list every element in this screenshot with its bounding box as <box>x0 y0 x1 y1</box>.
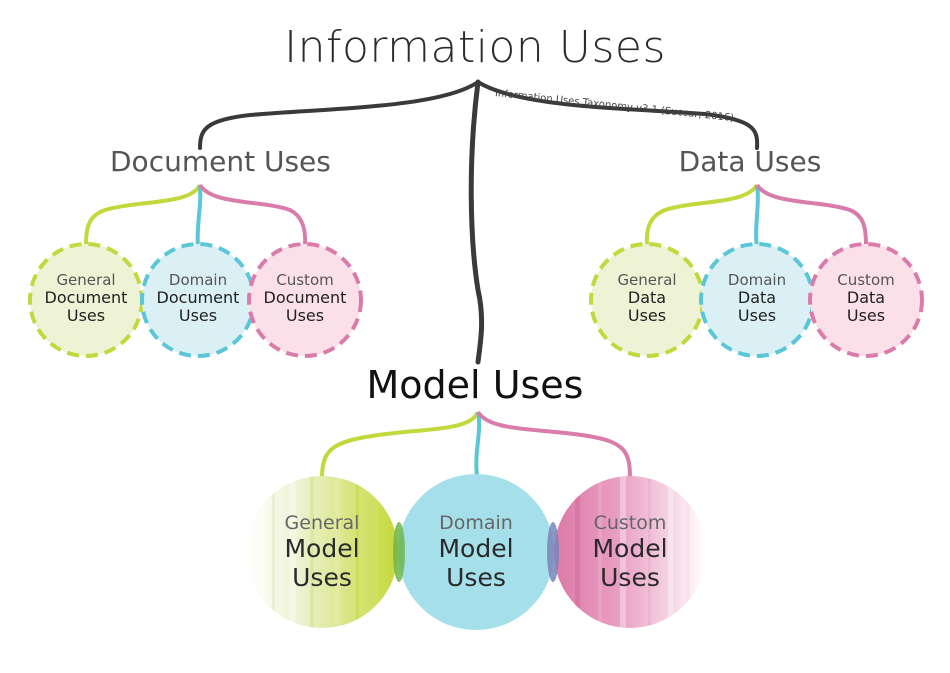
doc-custom-label: Custom Document Uses <box>263 271 347 325</box>
data-branch-domain <box>754 184 760 249</box>
branch-to-data <box>476 80 760 150</box>
data-domain-label: Domain Data Uses <box>727 271 787 325</box>
data-general-label: General Data Uses <box>617 271 677 325</box>
overlap-general-domain-lens <box>393 522 405 582</box>
model-custom-circle <box>554 476 706 628</box>
branch-to-model <box>468 79 485 365</box>
doc-custom-circle <box>247 242 363 358</box>
doc-branch-general <box>84 183 202 246</box>
model-branch-custom <box>476 410 632 479</box>
overlap-domain-custom-lens <box>547 522 559 582</box>
model-domain-label: Domain Model Uses <box>438 512 514 592</box>
branch-to-document <box>198 80 480 150</box>
model-domain-circle <box>398 474 554 630</box>
model-general-circle <box>246 476 398 628</box>
data-custom-label: Custom Data Uses <box>837 271 895 325</box>
doc-branch-domain <box>195 184 203 249</box>
model-branch-domain <box>474 411 482 477</box>
model-branch-general <box>320 410 480 479</box>
data-branch-general <box>644 183 759 246</box>
data-custom-circle <box>808 242 924 358</box>
doc-branch-custom <box>198 183 308 246</box>
data-uses-title: Data Uses <box>678 145 822 178</box>
doc-domain-label: Domain Document Uses <box>156 271 240 325</box>
model-general-label: General Model Uses <box>284 512 360 592</box>
model-custom-label: Custom Model Uses <box>592 512 668 592</box>
model-uses-title: Model Uses <box>366 363 584 407</box>
doc-general-label: General Document Uses <box>44 271 128 325</box>
document-uses-title: Document Uses <box>110 145 331 178</box>
main-title: Information Uses <box>284 22 666 73</box>
data-branch-custom <box>755 183 868 246</box>
